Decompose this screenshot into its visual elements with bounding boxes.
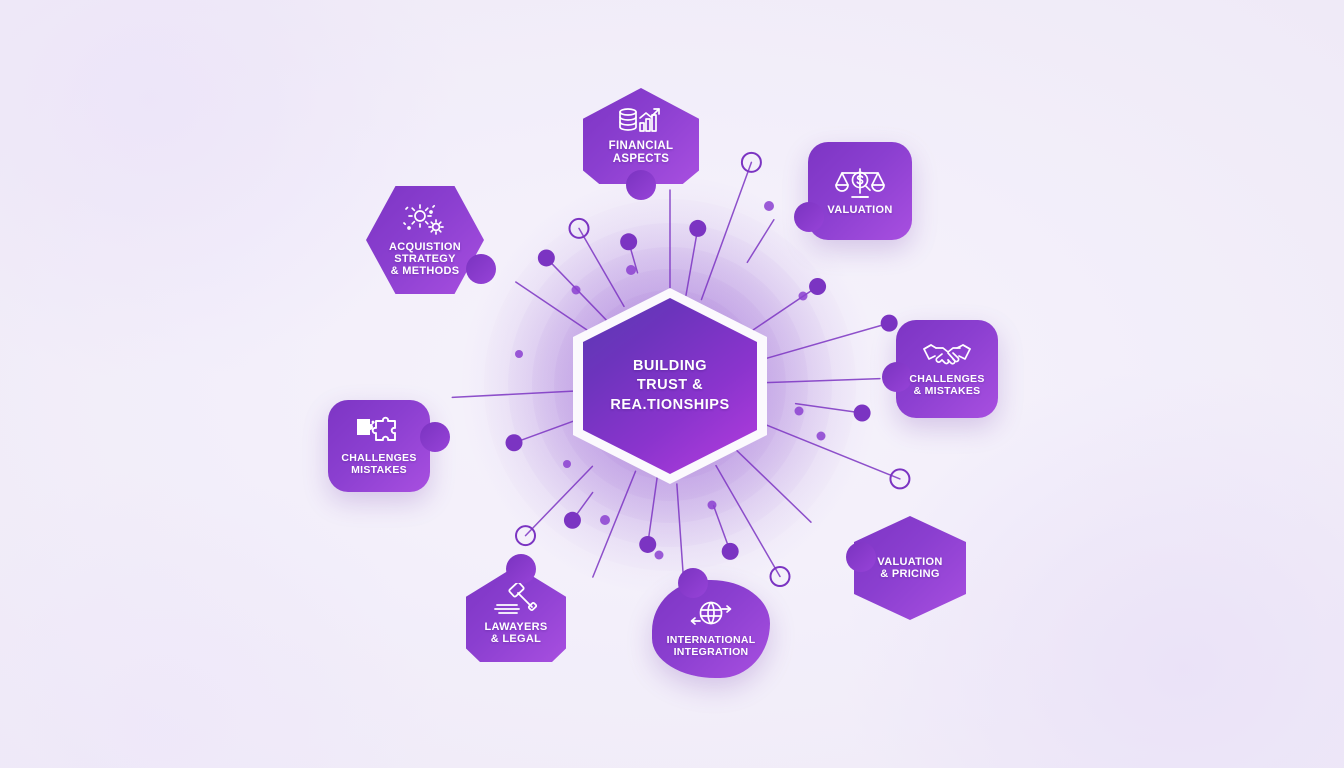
connector-line bbox=[685, 227, 699, 297]
connector-endpoint-dot bbox=[853, 404, 871, 422]
node-label: VALUATION & PRICING bbox=[877, 555, 943, 580]
connector-line bbox=[761, 377, 881, 384]
handshake-icon bbox=[922, 340, 972, 370]
connector-endpoint-ring bbox=[515, 525, 537, 547]
puzzle-pieces-icon bbox=[354, 415, 404, 449]
decorative-dot bbox=[794, 406, 804, 416]
connector-line bbox=[578, 227, 625, 308]
connector-line bbox=[794, 402, 863, 414]
node-connector-pin bbox=[678, 568, 708, 598]
connector-line bbox=[515, 281, 595, 336]
coins-bar-chart-growth-icon bbox=[618, 106, 664, 136]
node-valuation-pricing[interactable]: VALUATION & PRICING bbox=[846, 516, 966, 620]
gavel-icon bbox=[492, 582, 540, 617]
decorative-dot bbox=[764, 201, 774, 211]
connector-endpoint-dot bbox=[537, 249, 555, 267]
node-shape bbox=[652, 580, 770, 678]
decorative-dot bbox=[654, 550, 664, 560]
node-label: LAWAYERS & LEGAL bbox=[484, 620, 548, 645]
connector-endpoint-dot bbox=[563, 511, 581, 529]
node-challenges-mistakes-right[interactable]: CHALLENGES & MISTAKES bbox=[882, 320, 998, 418]
connector-line bbox=[746, 219, 775, 264]
node-lawayers-legal[interactable]: LAWAYERS & LEGAL bbox=[466, 554, 566, 662]
node-international-integration[interactable]: INTERNATIONAL INTEGRATION bbox=[652, 568, 770, 678]
decorative-dot bbox=[816, 431, 826, 441]
node-connector-pin bbox=[882, 362, 912, 392]
node-label: ACQUISTION STRATEGY & METHODS bbox=[388, 240, 462, 278]
node-connector-pin bbox=[420, 422, 450, 452]
decorative-dot bbox=[563, 460, 571, 468]
node-label: CHALLENGES & MISTAKES bbox=[909, 373, 985, 397]
connector-endpoint-dot bbox=[689, 219, 707, 237]
connector-line bbox=[747, 285, 819, 335]
connector-line bbox=[451, 390, 579, 399]
connector-endpoint-dot bbox=[620, 233, 638, 251]
connector-line bbox=[524, 465, 594, 537]
node-financial-aspects[interactable]: FINANCIAL ASPECTS bbox=[583, 88, 699, 200]
node-connector-pin bbox=[846, 542, 876, 572]
node-connector-pin bbox=[506, 554, 536, 584]
connector-line bbox=[592, 470, 637, 578]
node-acquistion-strategy-methods[interactable]: ACQUISTION STRATEGY & METHODS bbox=[366, 186, 496, 294]
center-node-label: BUILDING TRUST & REA.TIONSHIPS bbox=[610, 358, 730, 413]
connector-line bbox=[715, 464, 781, 578]
connector-line bbox=[676, 483, 685, 587]
node-label: CHALLENGES MISTAKES bbox=[341, 452, 417, 476]
node-valuation[interactable]: VALUATION bbox=[794, 142, 912, 240]
connector-line bbox=[757, 322, 890, 362]
decorative-dot bbox=[798, 291, 808, 301]
connector-line bbox=[735, 449, 812, 523]
decorative-dot bbox=[600, 515, 610, 525]
decorative-dot bbox=[707, 500, 717, 510]
connector-endpoint-ring bbox=[740, 151, 762, 173]
decorative-dot bbox=[515, 350, 523, 358]
node-connector-pin bbox=[794, 202, 824, 232]
gears-settings-icon bbox=[400, 203, 450, 237]
scales-magnifier-dollar-icon bbox=[834, 166, 886, 200]
globe-arrows-icon bbox=[686, 599, 736, 631]
center-node-fill bbox=[583, 298, 757, 474]
connector-endpoint-dot bbox=[721, 542, 739, 560]
decorative-dot bbox=[626, 265, 636, 275]
node-connector-pin bbox=[626, 170, 656, 200]
connector-endpoint-dot bbox=[880, 314, 898, 332]
node-challenges-mistakes-left[interactable]: CHALLENGES MISTAKES bbox=[328, 400, 450, 492]
node-connector-pin bbox=[466, 254, 496, 284]
center-node[interactable]: BUILDING TRUST & REA.TIONSHIPS bbox=[573, 288, 767, 484]
node-label: INTERNATIONAL INTEGRATION bbox=[666, 634, 756, 658]
connector-endpoint-ring bbox=[889, 468, 911, 490]
node-label: VALUATION bbox=[827, 203, 893, 216]
node-label: FINANCIAL ASPECTS bbox=[608, 140, 674, 165]
connector-endpoint-dot bbox=[809, 277, 827, 295]
connector-line bbox=[513, 416, 585, 444]
connector-line bbox=[700, 161, 753, 301]
connector-endpoint-dot bbox=[505, 434, 523, 452]
connector-endpoint-ring bbox=[568, 217, 590, 239]
connector-line bbox=[762, 422, 901, 480]
connector-endpoint-dot bbox=[639, 535, 657, 553]
connector-endpoint-ring bbox=[769, 566, 791, 588]
connector-line bbox=[646, 476, 658, 546]
decorative-dot bbox=[571, 285, 581, 295]
